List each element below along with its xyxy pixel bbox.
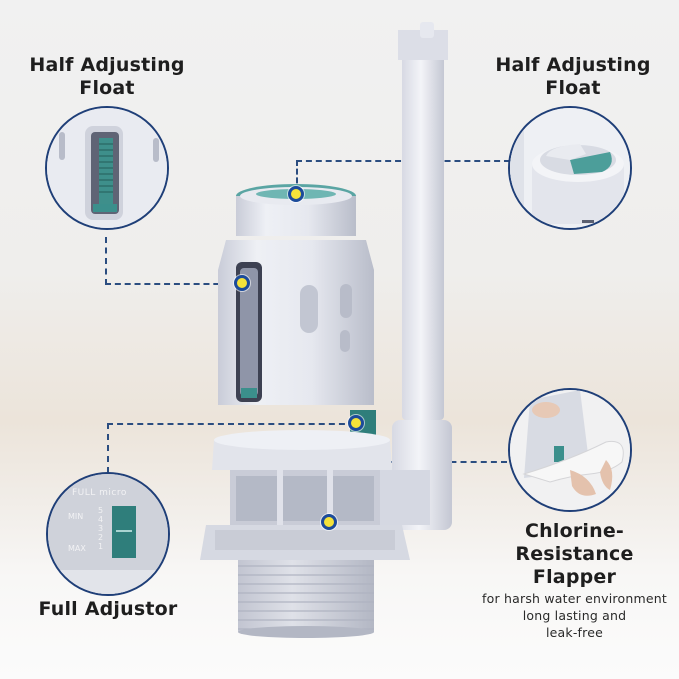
adjustor-slider[interactable] [112,506,136,558]
adjustor-slider-marker [116,530,132,532]
callout-title-line1: Chlorine-Resistance [515,520,634,565]
tick-1: 1 [98,542,104,551]
hotspot-dot-flapper[interactable] [321,514,337,530]
callout-desc-line1: for harsh water environment [482,591,667,607]
callout-title-line1: Half Adjusting [495,54,651,76]
adjustor-scale-ticks: 5 4 3 2 1 [98,506,103,551]
closeup-flapper [508,388,632,512]
adjustor-max-label: MAX [68,544,86,553]
hotspot-dot-top-float[interactable] [288,186,304,202]
callout-flapper-text: Chlorine-Resistance Flapper for harsh wa… [470,520,679,642]
leader-line-full-adjustor-h [107,423,355,425]
callout-title-half-float-left: Half Adjusting Float [18,54,196,100]
float-window-closeup-icon [47,108,167,228]
callout-desc-line2: long lasting and [522,608,627,624]
callout-title-line2: Float [545,76,601,99]
callout-desc-line3: leak-free [545,625,604,641]
flapper-closeup-icon [510,390,630,510]
leader-line-top-left-v [105,237,107,285]
callout-title-line1: Half Adjusting [29,54,185,76]
callout-title-line2: Flapper [532,565,617,588]
closeup-half-float-right [508,106,632,230]
callout-title-full-adjustor: Full Adjustor [38,598,178,620]
tick-4: 4 [98,515,104,524]
leader-line-full-adjustor-v [107,423,109,473]
callout-title-line2: Float [79,76,135,99]
closeup-half-float-left [45,106,169,230]
tick-2: 2 [98,533,104,542]
leader-line-top-left-h [105,283,239,285]
adjustor-base [48,570,168,594]
tick-3: 3 [98,524,104,533]
hotspot-dot-side-float[interactable] [234,275,250,291]
hotspot-dot-full-adjustor[interactable] [348,415,364,431]
adjustor-min-label: MIN [68,512,84,521]
closeup-full-adjustor: FULL micro MIN MAX 5 4 3 2 1 [46,472,170,596]
adjustor-scale-header: FULL micro [72,488,127,498]
callout-title-half-float-right: Half Adjusting Float [484,54,662,100]
tick-5: 5 [98,506,104,515]
float-top-button-closeup-icon [510,108,630,228]
leader-line-top-right-v [296,160,298,192]
